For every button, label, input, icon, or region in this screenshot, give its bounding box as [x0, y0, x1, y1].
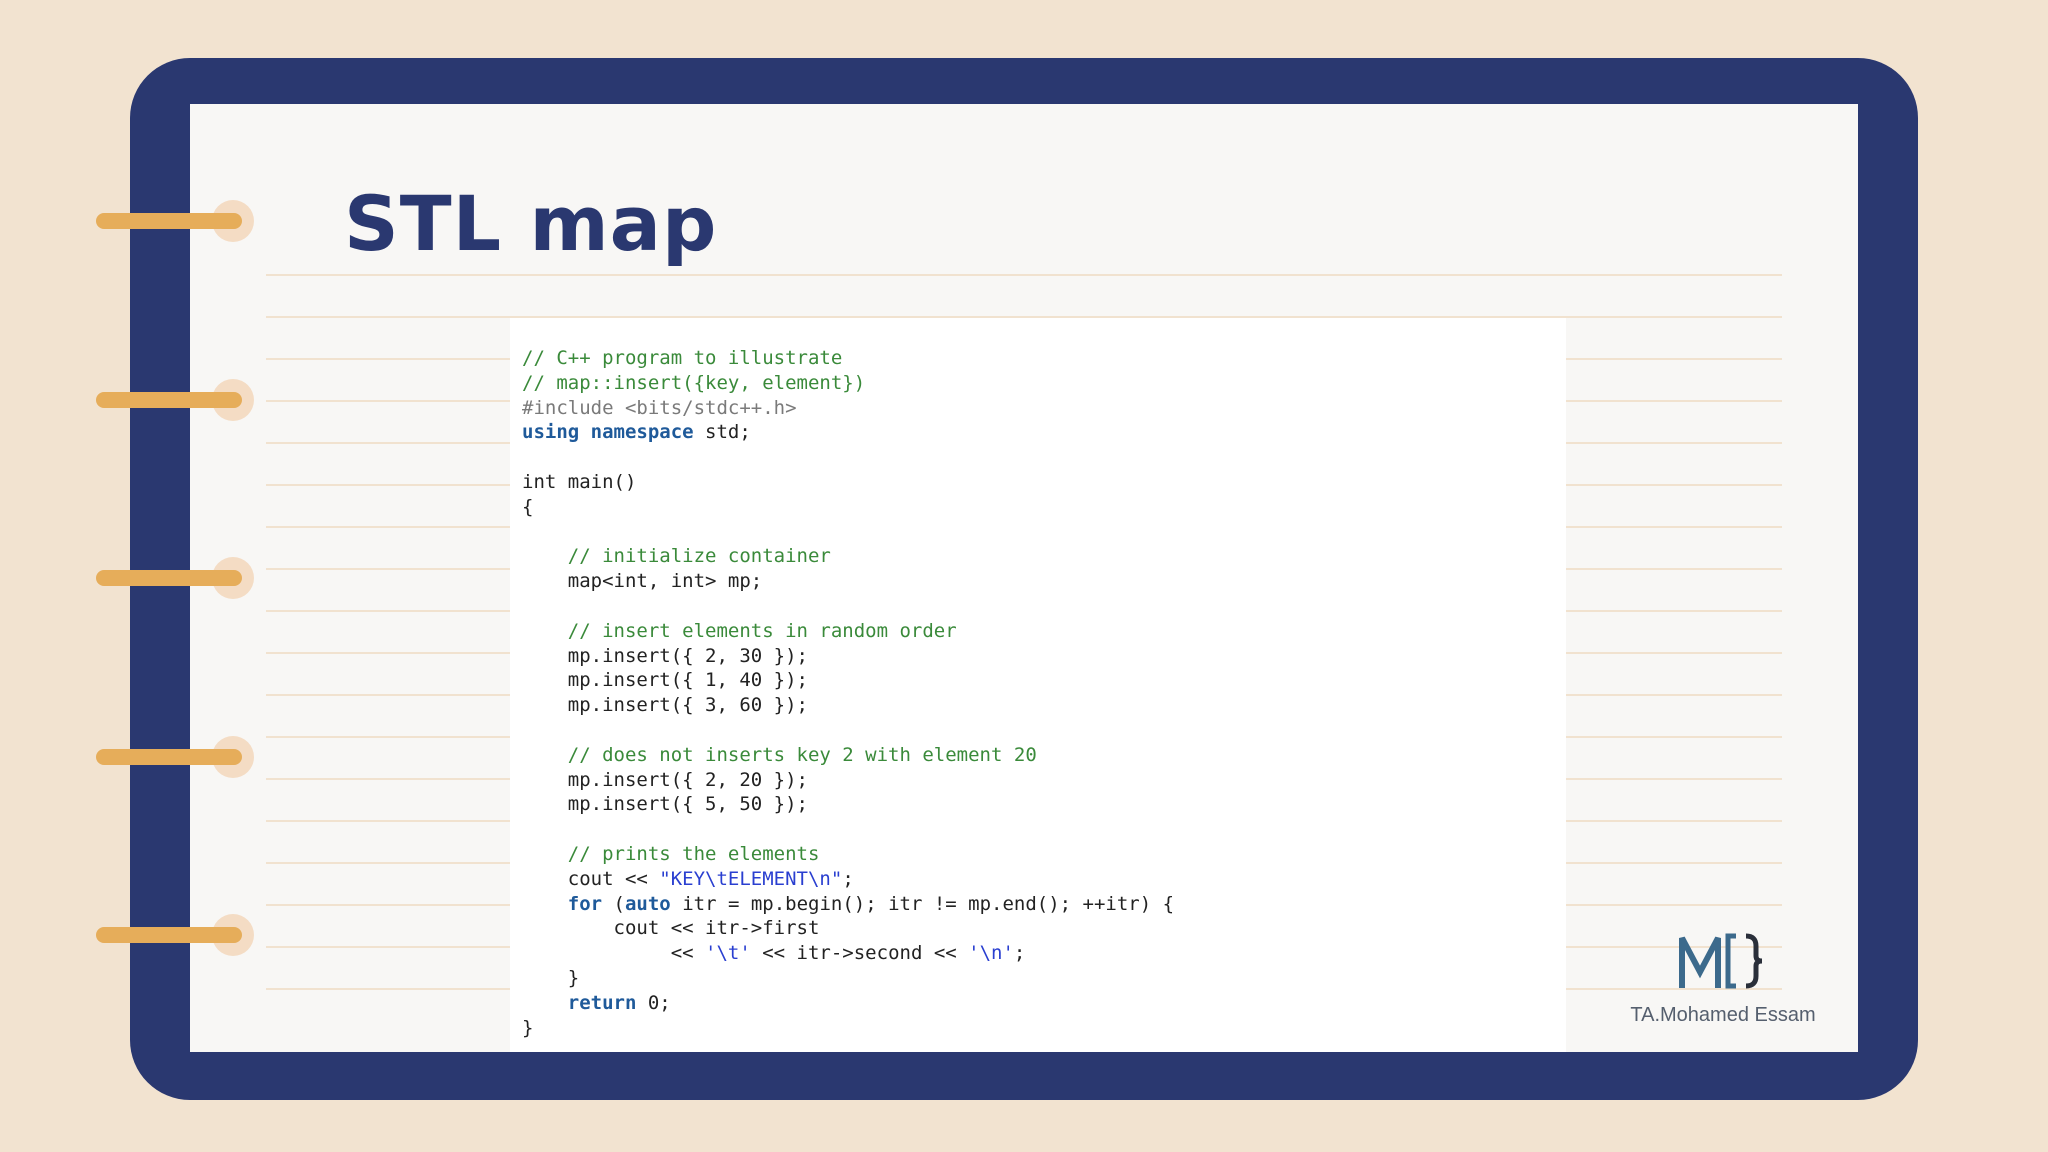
code-line: mp.insert({ 5, 50 }); [522, 793, 808, 816]
code-line: // does not inserts key 2 with element 2… [522, 743, 1037, 766]
code-line: // C++ program to illustrate [522, 347, 843, 369]
code-line: cout << "KEY\tELEMENT\n"; [522, 867, 854, 890]
code-line: mp.insert({ 2, 30 }); [522, 644, 808, 667]
binder-ring [96, 379, 254, 421]
code-line: { [522, 495, 534, 518]
code-line: // insert elements in random order [522, 619, 957, 642]
code-block: // C++ program to illustrate // map::ins… [522, 346, 1174, 1040]
code-line: int main() [522, 470, 637, 493]
binder-ring [96, 200, 254, 242]
code-line: << '\t' << itr->second << '\n'; [522, 942, 1026, 965]
code-line: // initialize container [522, 545, 831, 568]
ruled-line [266, 316, 1782, 318]
code-line: map<int, int> mp; [522, 570, 763, 593]
code-line: for (auto itr = mp.begin(); itr != mp.en… [567, 892, 1175, 915]
code-line: cout << itr->first [522, 917, 820, 940]
code-line: return 0; [567, 991, 671, 1014]
code-line: mp.insert({ 1, 40 }); [522, 669, 808, 692]
binder-ring [96, 914, 254, 956]
binder-ring [96, 557, 254, 599]
code-line: // map::insert({key, element}) [522, 371, 866, 394]
code-line: mp.insert({ 3, 60 }); [522, 694, 808, 717]
code-line: using namespace std; [522, 421, 751, 444]
code-line: } [522, 1016, 534, 1039]
author-credit: TA.Mohamed Essam [1630, 1004, 1816, 1026]
binder-ring [96, 736, 254, 778]
slide-title: STL map [344, 179, 718, 268]
code-line: } [522, 966, 580, 989]
code-screenshot: // C++ program to illustrate // map::ins… [510, 318, 1566, 1052]
code-line: // prints the elements [522, 842, 820, 865]
ruled-line [266, 274, 1782, 276]
code-line: #include <bits/stdc++.h> [522, 396, 797, 419]
brace-logo-icon [1676, 928, 1772, 994]
code-line: mp.insert({ 2, 20 }); [522, 768, 808, 791]
